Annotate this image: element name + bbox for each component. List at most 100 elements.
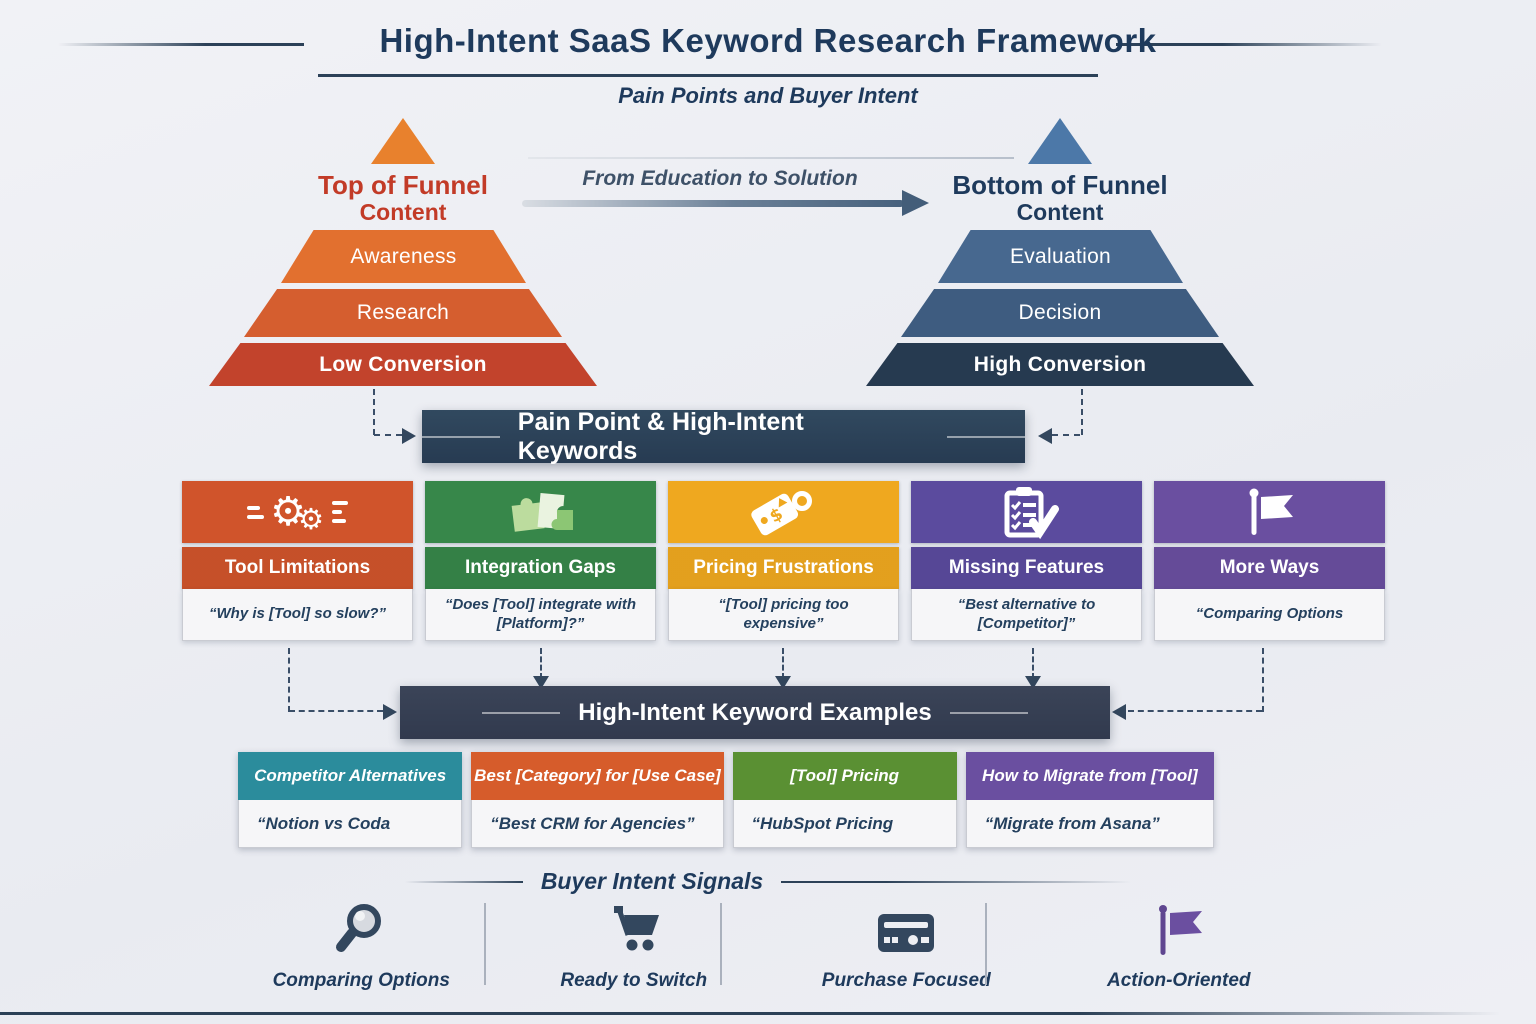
buyer-intent-heading-row: Buyer Intent Signals [0, 868, 1536, 895]
funnel-arrow-label: From Education to Solution [582, 167, 858, 190]
bottom-rule [0, 1012, 1500, 1015]
right-funnel-level-decision: Decision [901, 289, 1219, 337]
example-card-title: [Tool] Pricing [732, 752, 957, 800]
signal-label: Purchase Focused [821, 970, 991, 991]
example-card-quote: “Notion vs Coda [238, 800, 463, 848]
banner-line [949, 711, 1028, 714]
right-funnel-level-evaluation: Evaluation [938, 230, 1183, 283]
left-funnel-label: Top of Funnel [318, 170, 488, 200]
left-funnel-level-research: Research [244, 289, 562, 337]
signal-action-oriented: Action-Oriented [1043, 898, 1316, 992]
pain-card-title: More Ways [1154, 547, 1385, 589]
right-funnel-label: Bottom of Funnel [952, 170, 1168, 200]
signal-label: Ready to Switch [560, 970, 708, 991]
signal-divider [720, 903, 722, 985]
example-card-title: Competitor Alternatives [238, 752, 463, 800]
right-arrow-shaft [522, 200, 904, 207]
page-title: High-Intent SaaS Keyword Research Framew… [379, 22, 1157, 59]
connector-card2-vertical [540, 648, 542, 679]
pain-card-missing-features: Missing Features “Best alternative to [C… [911, 481, 1142, 641]
pain-card-more-ways: More Ways “Comparing Options [1154, 481, 1385, 641]
example-card-tool-pricing: [Tool] Pricing “HubSpot Pricing [732, 752, 957, 848]
signal-label: Action-Oriented [1106, 970, 1251, 991]
title-flank-line-right [1116, 43, 1382, 46]
example-card-quote: “HubSpot Pricing [732, 800, 957, 848]
title-underline [318, 74, 1098, 77]
credit-card-icon [873, 898, 939, 960]
left-funnel-level-low-conversion: Low Conversion [209, 343, 597, 386]
connector-card1-horizontal [289, 710, 383, 712]
left-funnel-apex [371, 118, 435, 164]
connector-left-funnel-horizontal [374, 434, 402, 436]
pain-card-tool-limitations: ⚙ ⚙ Tool Limitations “Why is [Tool] so s… [182, 481, 413, 641]
connector-right-funnel-horizontal [1052, 434, 1080, 436]
buyer-intent-heading: Buyer Intent Signals [540, 868, 764, 894]
banner-line [422, 435, 500, 438]
example-cards-row: Competitor Alternatives “Notion vs Coda … [238, 752, 1214, 848]
connector-arrow-down-icon [1025, 676, 1041, 689]
pain-card-title: Pricing Frustrations [668, 547, 899, 589]
example-card-quote: “Best CRM for Agencies” [471, 800, 724, 848]
pain-card-title: Tool Limitations [182, 547, 413, 589]
pain-card-quote: “Why is [Tool] so slow?” [182, 589, 413, 641]
right-arrow-head-icon [902, 190, 929, 216]
signal-divider [484, 903, 486, 985]
pain-card-title: Missing Features [911, 547, 1142, 589]
title-flank-line-left [58, 43, 304, 46]
signal-divider [985, 903, 987, 985]
pain-card-quote: “[Tool] pricing too expensive” [668, 589, 899, 641]
checklist-icon [911, 481, 1142, 543]
example-card-best-category: Best [Category] for [Use Case] “Best CRM… [471, 752, 724, 848]
example-card-title: How to Migrate from [Tool] [965, 752, 1214, 800]
connector-left-funnel-vertical [373, 389, 375, 435]
pain-card-quote: “Best alternative to [Competitor]” [911, 589, 1142, 641]
heading-flank-line-right [781, 880, 1132, 883]
signals-row: Comparing Options Ready to Switch [225, 898, 1315, 992]
connector-card5-vertical [1262, 648, 1264, 712]
right-funnel-level-high-conversion: High Conversion [866, 343, 1254, 386]
flag-icon [1150, 898, 1208, 960]
connector-card1-vertical [288, 648, 290, 712]
heading-flank-line-left [404, 880, 523, 883]
pain-card-title: Integration Gaps [425, 547, 656, 589]
example-card-quote: “Migrate from Asana” [965, 800, 1214, 848]
signal-label: Comparing Options [272, 970, 450, 991]
banner-line [947, 435, 1026, 438]
connector-arrow-down-icon [533, 676, 549, 689]
right-funnel-label-2: Content [1016, 199, 1104, 225]
connector-card3-vertical [782, 648, 784, 679]
flag-icon [1154, 481, 1385, 543]
banner-line [482, 711, 561, 714]
pain-card-quote: “Comparing Options [1154, 589, 1385, 641]
keyword-examples-banner: High-Intent Keyword Examples [400, 686, 1110, 739]
pain-cards-row: ⚙ ⚙ Tool Limitations “Why is [Tool] so s… [182, 481, 1385, 641]
magnifier-icon [331, 898, 391, 960]
price-tag-icon: $ [668, 481, 899, 543]
pain-card-pricing-frustrations: $ Pricing Frustrations “[Tool] pricing t… [668, 481, 899, 641]
pain-card-quote: “Does [Tool] integrate with [Platform]?” [425, 589, 656, 641]
cart-icon [602, 898, 666, 960]
pain-keywords-banner-label: Pain Point & High-Intent Keywords [517, 407, 804, 465]
pain-keywords-banner: Pain Point & High-Intent Keywords [422, 407, 1026, 465]
example-card-competitor-alternatives: Competitor Alternatives “Notion vs Coda [238, 752, 463, 848]
example-card-title: Best [Category] for [Use Case] [471, 752, 724, 800]
connector-card5-horizontal [1128, 710, 1262, 712]
connector-arrow-down-icon [775, 676, 791, 689]
connector-card4-vertical [1032, 648, 1034, 679]
page-subtitle: Pain Points and Buyer Intent [618, 83, 918, 108]
left-funnel-level-awareness: Awareness [281, 230, 526, 283]
gears-icon: ⚙ ⚙ [182, 481, 413, 543]
signal-ready-to-switch: Ready to Switch [498, 898, 771, 992]
example-card-migrate: How to Migrate from [Tool] “Migrate from… [965, 752, 1214, 848]
connector-arrow-left-icon [1112, 704, 1126, 720]
connector-arrow-right-icon [383, 704, 397, 720]
keyword-examples-banner-label: High-Intent Keyword Examples [578, 698, 932, 726]
arrow-top-line [528, 157, 1014, 159]
puzzle-icon [425, 481, 656, 543]
right-funnel-apex [1028, 118, 1092, 164]
connector-arrow-right-icon [402, 428, 416, 444]
signal-comparing-options: Comparing Options [225, 898, 498, 992]
connector-right-funnel-vertical [1081, 389, 1083, 435]
left-funnel-label-2: Content [359, 199, 447, 225]
